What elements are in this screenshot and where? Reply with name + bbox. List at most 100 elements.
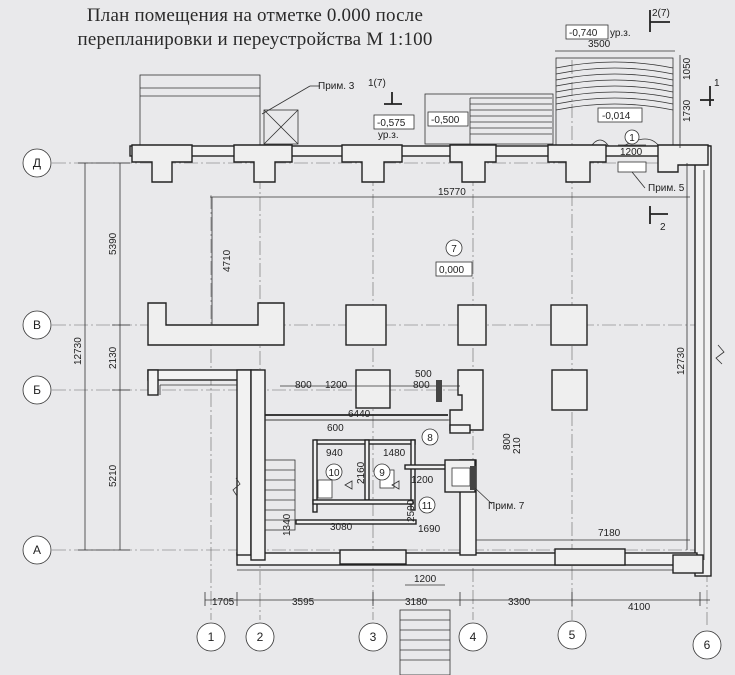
note-5: Прим. 5: [648, 183, 685, 194]
axis-bubble-4: [458, 622, 488, 652]
axis-label-b: Б: [33, 383, 41, 397]
room-number-9: 9: [379, 468, 385, 479]
level-box-0014: [597, 107, 643, 123]
axis-bubble-3: [358, 622, 388, 652]
level-box-0575: [373, 114, 415, 130]
section-2-mid: 2: [660, 222, 666, 233]
note-7: Прим. 7: [488, 501, 525, 512]
dim-2130: 2130: [108, 346, 119, 369]
axis-label-4: 4: [470, 630, 477, 644]
entrance-porch-left: [139, 74, 320, 149]
dim-3180: 3180: [405, 597, 428, 608]
entrance-stairs-middle: [424, 93, 554, 145]
interior-partitions: [264, 380, 704, 675]
row-axis-markers: Д В Б А: [22, 148, 52, 565]
axis-bubble-b: [22, 375, 52, 405]
dim-600: 600: [327, 423, 344, 434]
dim-3080: 3080: [330, 522, 353, 533]
column-axis-markers: 1 2 3 4 5 6: [196, 620, 722, 660]
axis-bubble-1: [196, 622, 226, 652]
exterior-walls: [129, 145, 712, 577]
room-number-10: 10: [328, 468, 340, 479]
axis-bubble-a: [22, 535, 52, 565]
room-number-7: 7: [451, 244, 457, 255]
dim-940: 940: [326, 448, 343, 459]
pilasters-axis-d: [131, 144, 709, 183]
axis-bubble-6: [692, 630, 722, 660]
columns-axis-v: [147, 302, 588, 346]
section-markers: 1(7) 2(7) 1 2: [368, 8, 720, 233]
axis-bubble-d: [22, 148, 52, 178]
axis-label-6: 6: [704, 638, 711, 652]
dim-4100: 4100: [628, 602, 651, 613]
room-numbers: 1 7 8 9 10 11: [325, 129, 646, 514]
axis-label-5: 5: [569, 628, 576, 642]
toilet-fixture: [317, 479, 333, 499]
level-0500: -0,500: [431, 115, 460, 126]
dimension-lines: [78, 50, 725, 606]
level-0575: -0,575: [377, 118, 406, 129]
level-box-0500: [427, 111, 469, 127]
dim-5390: 5390: [108, 232, 119, 255]
axis-label-v: В: [33, 318, 41, 332]
dim-1200-top: 1200: [620, 147, 643, 158]
dim-1690: 1690: [418, 524, 441, 535]
level-box-0000: [435, 261, 473, 277]
notes: Прим. 3 Прим. 5 Прим. 7: [318, 81, 685, 512]
dim-6440: 6440: [348, 409, 371, 420]
dim-1050: 1050: [682, 57, 693, 80]
beam-axis-v: [147, 302, 285, 346]
axis-label-3: 3: [370, 630, 377, 644]
axis-label-2: 2: [257, 630, 264, 644]
section-1-top: 1(7): [368, 78, 386, 89]
room-number-1: 1: [629, 133, 635, 144]
dimension-values: 3500 1050 1730 1200 15770 5390 4710 1273…: [73, 39, 693, 613]
dim-2160: 2160: [356, 461, 367, 484]
room-number-11: 11: [422, 501, 433, 512]
axis-bubble-2: [245, 622, 275, 652]
note-3: Прим. 3: [318, 81, 355, 92]
dim-1340: 1340: [282, 513, 293, 536]
dim-1730: 1730: [682, 99, 693, 122]
wall-left-inner: [236, 369, 252, 556]
axis-bubble-5: [557, 620, 587, 650]
level-marks: -0,740 ур.з. -0,575 ур.з. -0,500 -0,014 …: [373, 24, 643, 277]
section-2-top: 2(7): [652, 8, 670, 19]
axis-label-1: 1: [208, 630, 215, 644]
level-0575-suffix: ур.з.: [378, 130, 399, 141]
level-0000: 0,000: [439, 265, 464, 276]
dim-210: 210: [512, 437, 523, 454]
section-1-right: 1: [714, 78, 720, 89]
dim-4710: 4710: [222, 249, 233, 272]
dim-3595: 3595: [292, 597, 315, 608]
plan-title-line-1: План помещения на отметке 0.000 после: [86, 5, 424, 26]
dim-3300: 3300: [508, 597, 531, 608]
dim-1705: 1705: [212, 597, 235, 608]
level-0740: -0,740: [569, 28, 598, 39]
dim-500: 500: [415, 369, 432, 380]
columns-axis-b: [355, 369, 588, 431]
dim-7180: 7180: [598, 528, 621, 539]
dim-12730-right: 12730: [676, 347, 687, 375]
dim-1200-a: 1200: [325, 380, 348, 391]
axis-label-d: Д: [33, 156, 41, 170]
room-number-8: 8: [427, 433, 433, 444]
axis-label-a: А: [33, 543, 41, 557]
dim-3500: 3500: [588, 39, 611, 50]
level-0740-suffix: ур.з.: [610, 28, 631, 39]
dim-12730-left: 12730: [73, 337, 84, 365]
level-0014: -0,014: [602, 111, 631, 122]
dim-15770: 15770: [438, 187, 466, 198]
dim-5210: 5210: [108, 464, 119, 487]
entrance-porch-right: [555, 57, 674, 149]
dim-2500: 2500: [406, 499, 417, 522]
dim-1200-bottom: 1200: [414, 574, 437, 585]
plan-title-line-2: перепланировки и переустройства М 1:100: [77, 29, 433, 50]
dim-800-a: 800: [295, 380, 312, 391]
wall-axis-6: [694, 145, 712, 577]
level-box-0740: [565, 24, 609, 40]
dim-800-c: 800: [502, 433, 513, 450]
dim-800-b: 800: [413, 380, 430, 391]
